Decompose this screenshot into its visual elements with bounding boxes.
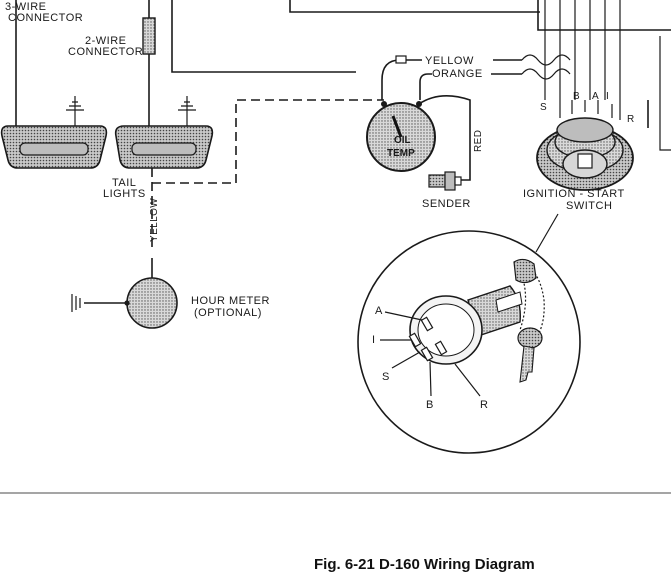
gauge-needle	[391, 115, 403, 138]
yellow-wire-to-gauge	[152, 99, 384, 184]
two-wire-connector	[142, 17, 156, 55]
detail-terminal-i: I	[372, 334, 376, 346]
switch-detail	[408, 258, 545, 383]
ignition-label-1: IGNITION - START	[523, 188, 625, 200]
orange-label: ORANGE	[432, 68, 483, 80]
switch-harness	[544, 0, 606, 100]
detail-leader	[535, 213, 559, 253]
leader-s	[391, 351, 421, 369]
detail-terminal-s: S	[382, 371, 390, 383]
terminal-s: S	[540, 102, 547, 113]
harness-crossover-1	[521, 54, 571, 66]
ground-icon	[66, 96, 84, 111]
leader-a	[384, 311, 423, 321]
ground-icon	[71, 294, 81, 312]
ignition-switch	[536, 100, 634, 191]
three-wire-label: 3-WIRE	[5, 1, 47, 13]
terminal-r: R	[627, 114, 635, 125]
connector-label-2: CONNECTOR	[68, 46, 143, 58]
inline-fuse	[395, 55, 407, 64]
detail-terminal-b: B	[426, 399, 434, 411]
sender-label: SENDER	[422, 198, 471, 210]
temp-label: TEMP	[387, 148, 415, 159]
terminal-i: I	[606, 91, 609, 102]
orange-wire	[419, 73, 432, 100]
yellow-wire	[381, 59, 422, 100]
hour-meter	[126, 277, 178, 329]
yellow-label: YELLOW	[425, 55, 474, 67]
oil-label: OIL	[394, 135, 411, 146]
hour-meter-label-1: HOUR METER	[191, 295, 270, 307]
hour-meter-label-2: (OPTIONAL)	[194, 307, 262, 319]
leader-r	[454, 363, 481, 397]
leader-b	[429, 361, 432, 397]
tail-light-left	[0, 125, 108, 169]
ignition-label-2: SWITCH	[566, 200, 612, 212]
red-label: RED	[473, 130, 484, 152]
harness-wire-left	[171, 0, 356, 73]
temp-sender	[428, 171, 462, 191]
far-right-wire	[659, 36, 671, 151]
connector-label-1: CONNECTOR	[8, 12, 83, 24]
tail-label-2: LIGHTS	[103, 188, 146, 200]
yellow-vertical-label: YELLOW	[149, 198, 160, 242]
terminal-a: A	[592, 91, 599, 102]
ground-icon	[178, 96, 196, 111]
harness-crossover-2	[521, 68, 571, 80]
terminal-b: B	[573, 91, 580, 102]
harness-wire-right	[537, 0, 671, 31]
two-wire-label: 2-WIRE	[85, 35, 127, 47]
detail-terminal-r: R	[480, 399, 488, 411]
harness-wire-top	[289, 0, 540, 13]
detail-terminal-a: A	[375, 305, 383, 317]
tail-label-1: TAIL	[112, 177, 136, 189]
tail-light-right	[114, 125, 214, 169]
red-wire	[418, 95, 471, 181]
figure-caption: Fig. 6-21 D-160 Wiring Diagram	[314, 556, 535, 573]
gauge-terminal-left	[381, 101, 387, 107]
